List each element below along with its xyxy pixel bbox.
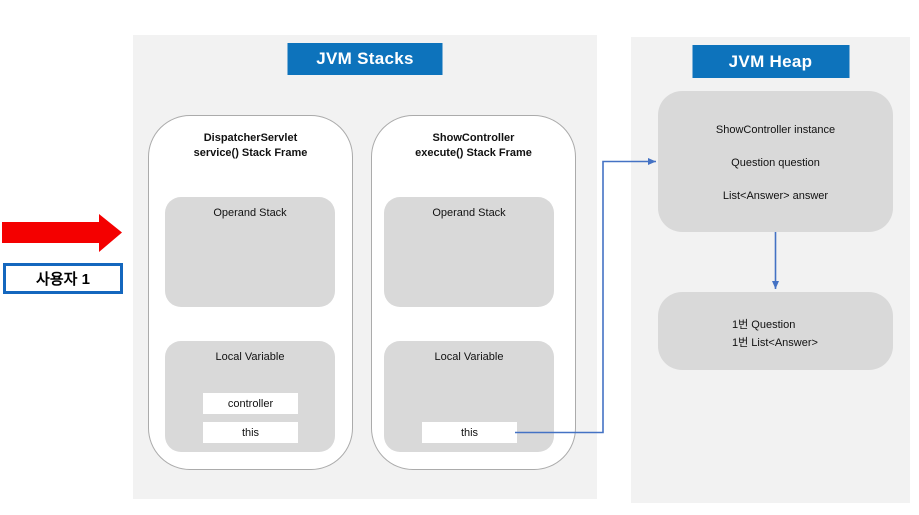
jvm-heap-panel: JVM Heap ShowController instance Questio…	[631, 37, 910, 503]
local-variable-label: Local Variable	[434, 351, 504, 363]
user-flow-arrow-icon	[2, 214, 122, 252]
stack-frame-title: ShowController execute() Stack Frame	[415, 132, 532, 159]
object-line: 1번 Question	[732, 319, 796, 331]
variable-slot-this: this	[422, 422, 517, 443]
operand-stack-box: Operand Stack	[165, 197, 335, 307]
question-object-box: 1번 Question 1번 List<Answer>	[658, 292, 893, 370]
operand-stack-label: Operand Stack	[213, 207, 287, 219]
local-variable-box: Local Variable this	[384, 341, 554, 452]
jvm-stacks-header: JVM Stacks	[287, 43, 443, 75]
variable-slot-controller: controller	[203, 393, 298, 414]
local-variable-box: Local Variable controller this	[165, 341, 335, 452]
operand-stack-box: Operand Stack	[384, 197, 554, 307]
showcontroller-instance-box: ShowController instance Question questio…	[658, 91, 893, 232]
variable-slot-this: this	[203, 422, 298, 443]
jvm-stacks-panel: JVM Stacks DispatcherServlet service() S…	[133, 35, 597, 499]
local-variable-label: Local Variable	[215, 351, 285, 363]
user-label: 사용자 1	[36, 271, 90, 288]
jvm-heap-header: JVM Heap	[692, 45, 849, 78]
instance-line: Question question	[731, 157, 820, 169]
stack-frame-dispatcherservlet: DispatcherServlet service() Stack Frame …	[148, 115, 353, 470]
object-line: 1번 List<Answer>	[732, 337, 818, 349]
user-label-box: 사용자 1	[3, 263, 123, 294]
stack-frame-showcontroller: ShowController execute() Stack Frame Ope…	[371, 115, 576, 470]
instance-line: ShowController instance	[715, 124, 836, 136]
instance-line: List<Answer> answer	[722, 190, 829, 202]
operand-stack-label: Operand Stack	[432, 207, 506, 219]
stack-frame-title: DispatcherServlet service() Stack Frame	[193, 132, 308, 159]
